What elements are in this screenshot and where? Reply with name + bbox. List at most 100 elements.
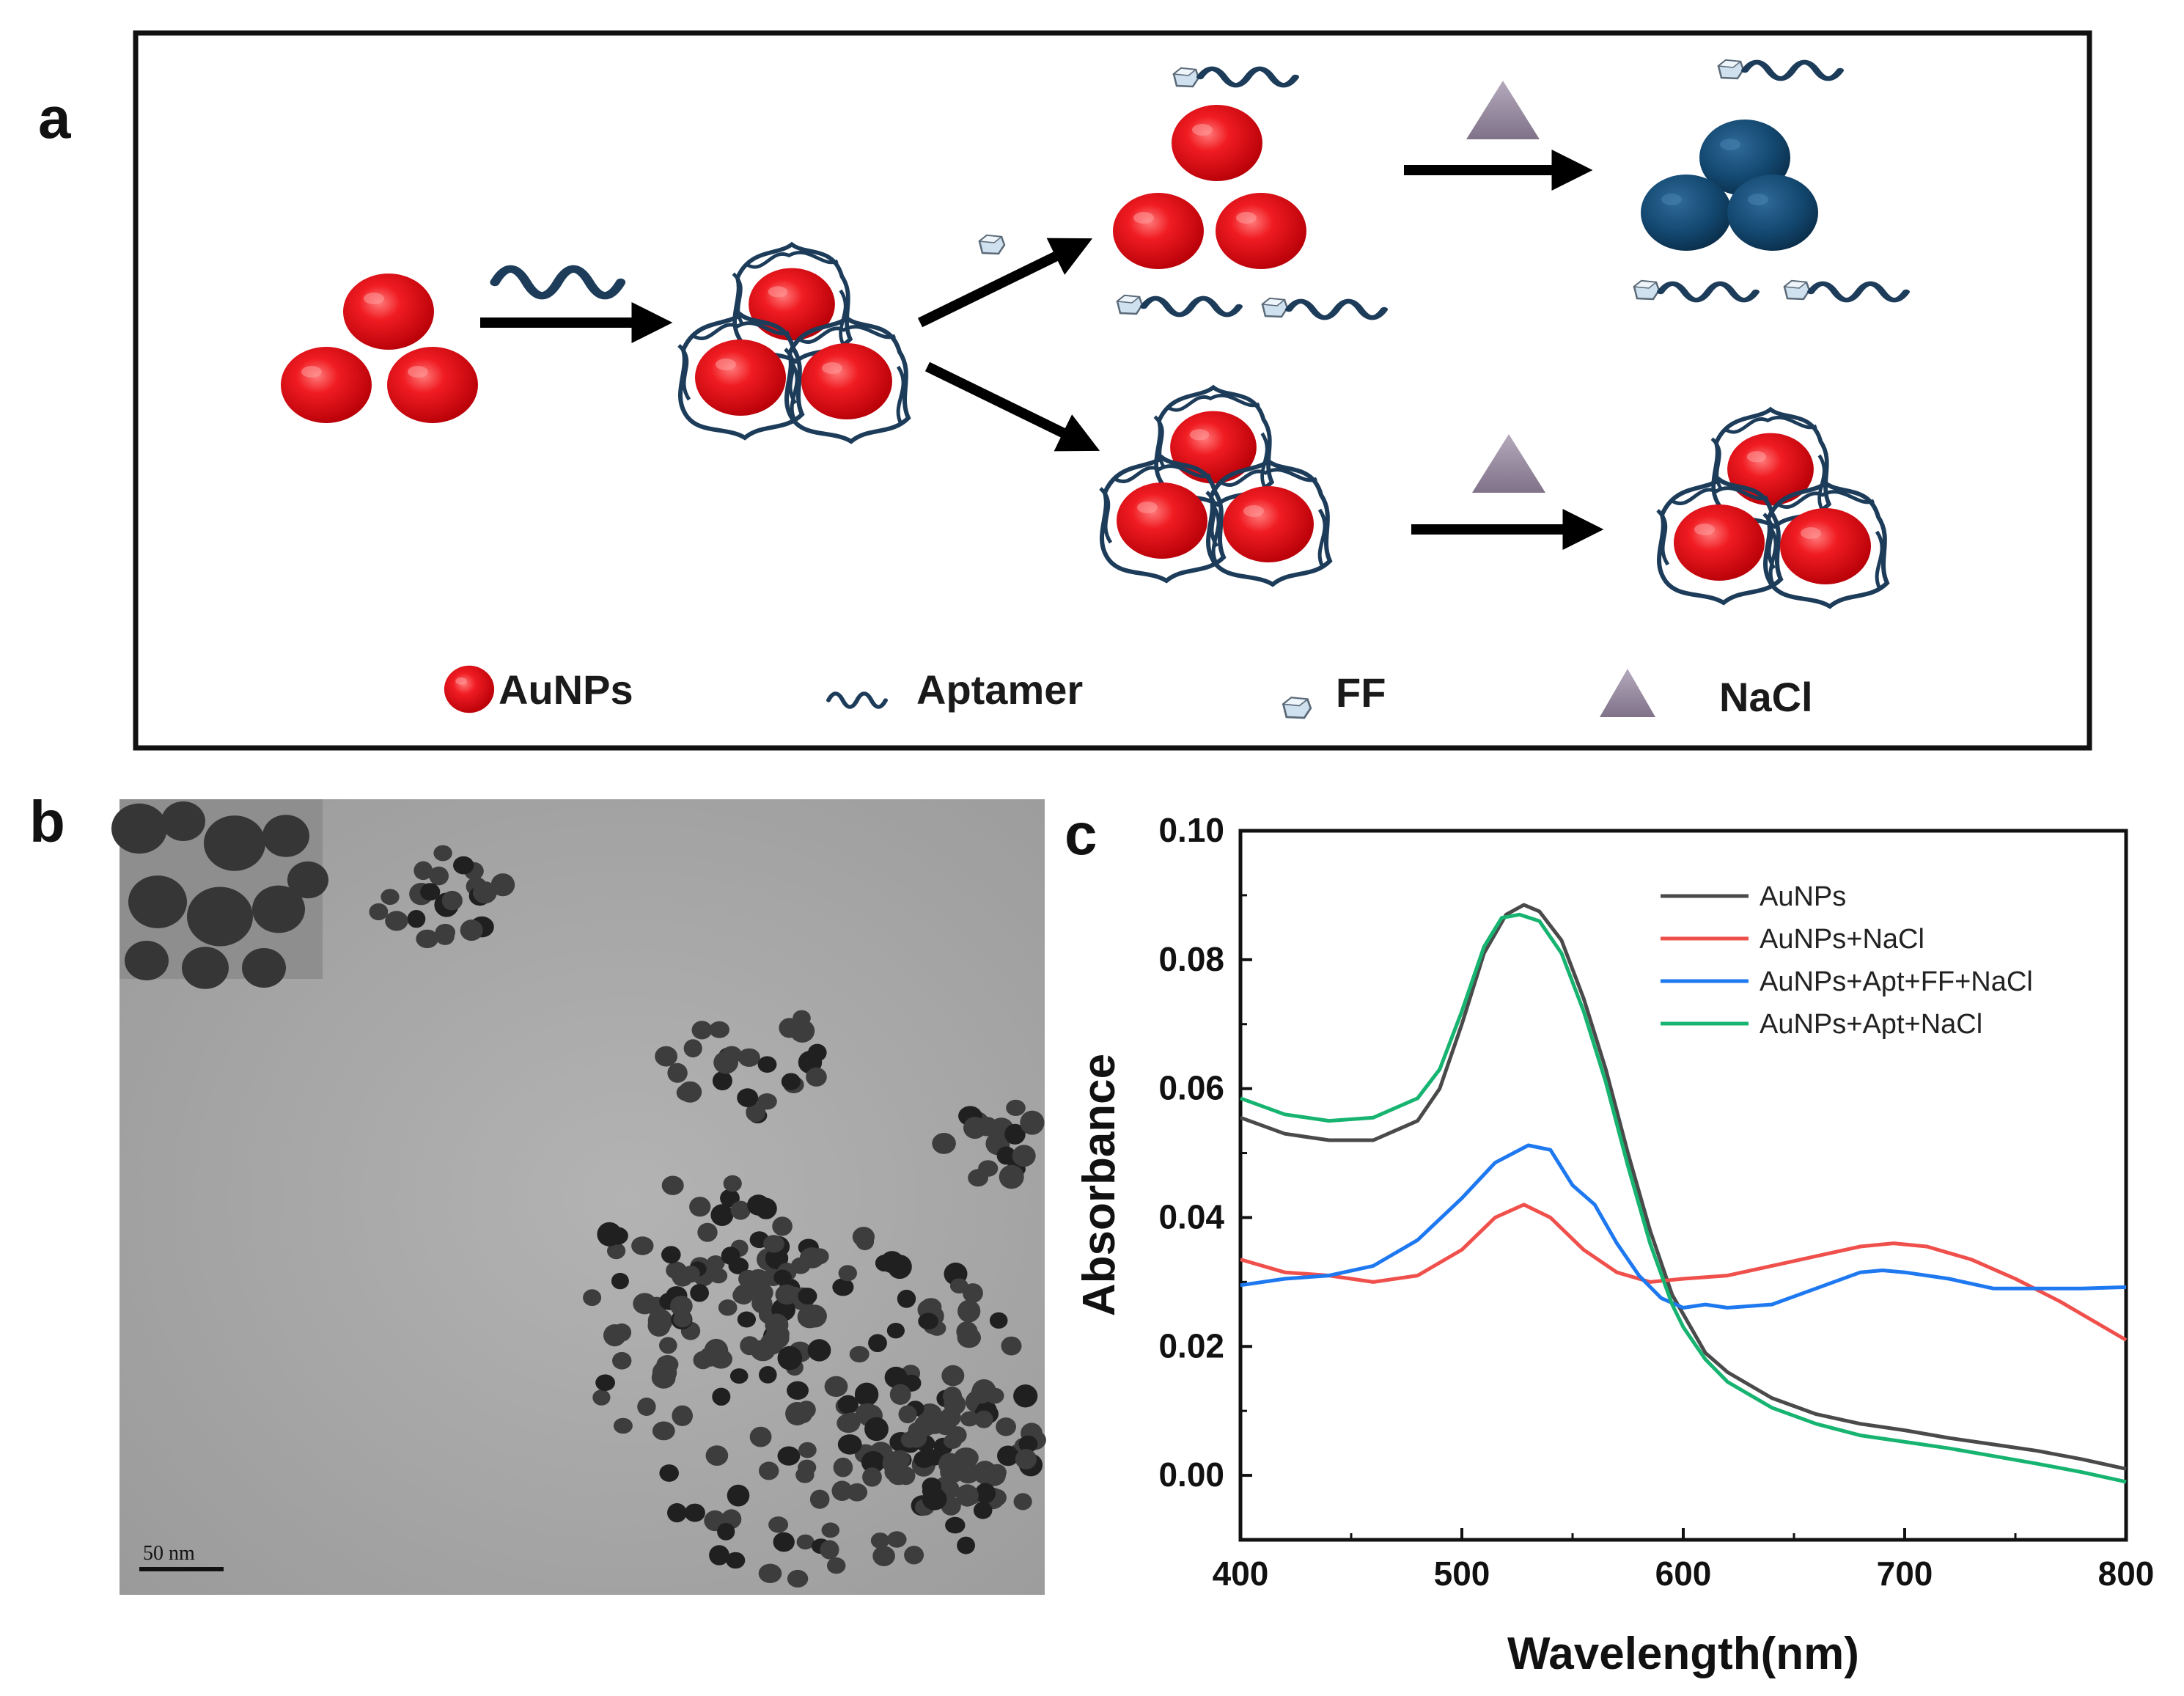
tem-particle	[429, 866, 449, 886]
tem-particle	[887, 1531, 907, 1548]
tem-particle	[592, 1390, 611, 1406]
legend-label-0: AuNPs	[1760, 881, 1846, 912]
tem-particle	[808, 1043, 827, 1062]
tem-inset-particle	[242, 948, 286, 988]
legend-ff: FF	[1336, 669, 1386, 716]
tem-particle	[968, 1169, 988, 1187]
tem-particle	[1015, 1449, 1037, 1469]
tem-particle	[794, 1407, 812, 1423]
tem-particle	[833, 1457, 853, 1477]
tem-particle	[798, 1288, 817, 1305]
tem-particle	[1004, 1123, 1026, 1145]
tem-particle	[864, 1417, 889, 1442]
tem-particle	[369, 903, 389, 921]
tem-inset-particle	[111, 803, 167, 854]
tem-particle	[747, 1194, 770, 1216]
tem-particle	[613, 1417, 633, 1434]
series-line-0	[1240, 903, 2127, 1471]
tem-particle	[875, 1255, 894, 1272]
tem-particle	[777, 1346, 803, 1370]
tem-inset-particle	[182, 947, 229, 989]
tem-particle	[652, 1421, 675, 1441]
tem-particle	[956, 1484, 979, 1507]
tem-particle	[973, 1501, 993, 1519]
tem-particle	[595, 1374, 615, 1391]
tem-particle	[908, 1422, 926, 1439]
tem-particle	[684, 1503, 705, 1522]
tem-particle	[453, 856, 474, 875]
tem-particle	[956, 1462, 980, 1484]
legend-row: AuNPs Aptamer FF NaCl	[444, 665, 1813, 720]
tem-particle	[729, 1368, 749, 1384]
tem-particle	[768, 1516, 789, 1533]
tem-particle	[996, 1417, 1016, 1436]
tem-particle	[718, 1299, 738, 1316]
tem-particle	[989, 1312, 1008, 1329]
tem-particle	[889, 1450, 911, 1469]
tem-inset-particle	[161, 801, 205, 841]
tem-particle	[490, 873, 515, 897]
tem-particle	[824, 1376, 848, 1398]
series-line-3	[1240, 912, 2127, 1484]
tem-particle	[772, 1216, 793, 1236]
legend-label-3: AuNPs+Apt+NaCl	[1760, 1009, 1982, 1040]
tem-particle	[870, 1532, 890, 1549]
tem-particle	[765, 1313, 789, 1337]
tem-particle	[631, 1236, 654, 1255]
y-tick-label: 0.02	[1158, 1326, 1224, 1365]
tem-particle	[944, 1393, 966, 1415]
tem-inset-particle	[252, 885, 305, 933]
tem-particle	[856, 1233, 875, 1251]
panel-label-c: c	[1065, 801, 1097, 867]
legend-nacl: NaCl	[1719, 674, 1813, 720]
tem-particle	[709, 1545, 729, 1565]
tem-particle	[710, 1268, 728, 1284]
tem-particle	[709, 1021, 729, 1038]
tem-particle	[862, 1467, 882, 1487]
ff-legend-icon	[1282, 697, 1312, 719]
tem-particle	[659, 1464, 679, 1482]
series-line-2	[1240, 1143, 2127, 1310]
tem-particle	[730, 1200, 751, 1220]
tem-particle	[820, 1540, 839, 1560]
tem-particle	[846, 1483, 868, 1502]
tem-particle	[809, 1248, 829, 1265]
tem-particle	[385, 911, 408, 931]
tem-particle	[960, 1411, 979, 1427]
tem-particle	[849, 1346, 869, 1363]
tem-particle	[697, 1222, 718, 1242]
tem-particle	[699, 1346, 722, 1367]
nacl-triangle-icon	[1472, 434, 1545, 493]
tem-particle	[887, 1255, 912, 1280]
tem-particle	[747, 1269, 770, 1290]
y-tick-label: 0.10	[1158, 811, 1224, 849]
x-tick-label: 600	[1655, 1554, 1712, 1593]
tem-particle	[759, 1461, 779, 1480]
tem-particle	[842, 1412, 861, 1431]
tem-particle	[861, 1451, 886, 1474]
tem-particle	[922, 1488, 947, 1510]
tem-particle	[1001, 1336, 1022, 1356]
tem-particle	[787, 1381, 809, 1401]
x-tick-label: 700	[1877, 1554, 1933, 1593]
tem-particle	[832, 1278, 854, 1296]
tem-particle	[807, 1339, 831, 1362]
tem-particle	[837, 1395, 858, 1414]
tem-particle	[413, 861, 433, 881]
tem-particle	[1013, 1384, 1038, 1408]
tem-particle	[723, 1175, 742, 1192]
tem-particle	[787, 1569, 809, 1588]
tem-particle	[676, 1084, 696, 1101]
tem-particle	[712, 1071, 732, 1090]
tem-particle	[441, 890, 463, 911]
tem-particle	[831, 1480, 853, 1501]
y-tick-label: 0.00	[1158, 1455, 1224, 1494]
tem-particle	[682, 1266, 700, 1283]
tem-particle	[898, 1405, 917, 1424]
tem-particle	[607, 1242, 626, 1260]
tem-particle	[612, 1323, 632, 1342]
tem-particle	[652, 1360, 677, 1384]
tem-particle	[1006, 1099, 1026, 1116]
tem-particle	[773, 1532, 795, 1552]
